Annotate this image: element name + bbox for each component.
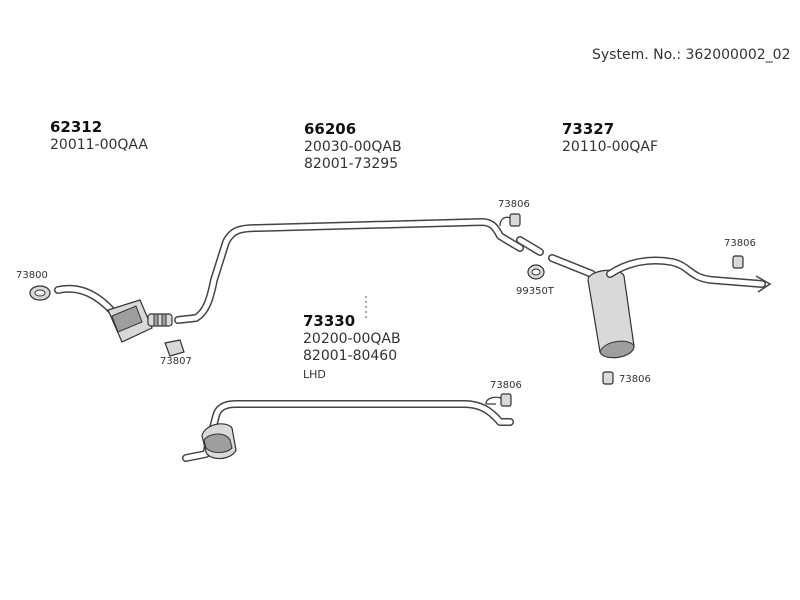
part-code: 82001-80460 (303, 348, 398, 365)
part-code: 20011-00QAA (50, 136, 148, 153)
label-hanger-lower: 73806 (490, 380, 522, 391)
catalytic-converter-62312 (54, 284, 173, 343)
part-note: LHD (303, 367, 326, 381)
part-number: 66206 (304, 120, 357, 138)
clamp-73800 (29, 285, 51, 301)
part-code: 20200-00QAB (303, 330, 401, 347)
hanger-73806-lower (485, 393, 512, 407)
intermediate-pipe-66206 (174, 218, 544, 324)
part-code: 20030-00QAB (304, 138, 402, 155)
label-hanger-mid-top: 73806 (498, 199, 530, 210)
part-label-73330: 73330 20200-00QAB 82001-80460 LHD (303, 312, 401, 382)
system-number: System. No.: 362000002_02 (592, 47, 791, 63)
part-code: 82001-73295 (304, 156, 399, 173)
lhd-pipe-73330 (182, 296, 514, 462)
part-code: 20110-00QAF (562, 138, 659, 155)
part-number: 73327 (562, 120, 615, 138)
part-label-73327: 73327 20110-00QAF (562, 120, 658, 156)
label-hanger-right-top: 73806 (724, 238, 756, 249)
hanger-73806-mid-top (499, 213, 521, 227)
label-clamp-73807: 73807 (160, 356, 192, 367)
clamp-73807 (164, 339, 185, 357)
hanger-73806-right-top (732, 255, 744, 269)
label-clamp-99350T: 99350T (516, 286, 554, 297)
part-number: 62312 (50, 118, 103, 136)
label-clamp-73800: 73800 (16, 270, 48, 281)
hanger-73806-right-bottom (602, 371, 614, 385)
part-number: 73330 (303, 312, 356, 330)
label-hanger-right-bottom: 73806 (619, 374, 651, 385)
part-label-62312: 62312 20011-00QAA (50, 118, 148, 154)
part-label-66206: 66206 20030-00QAB 82001-73295 (304, 120, 402, 174)
rear-silencer-73327 (548, 254, 772, 359)
clamp-99350T (527, 264, 545, 280)
